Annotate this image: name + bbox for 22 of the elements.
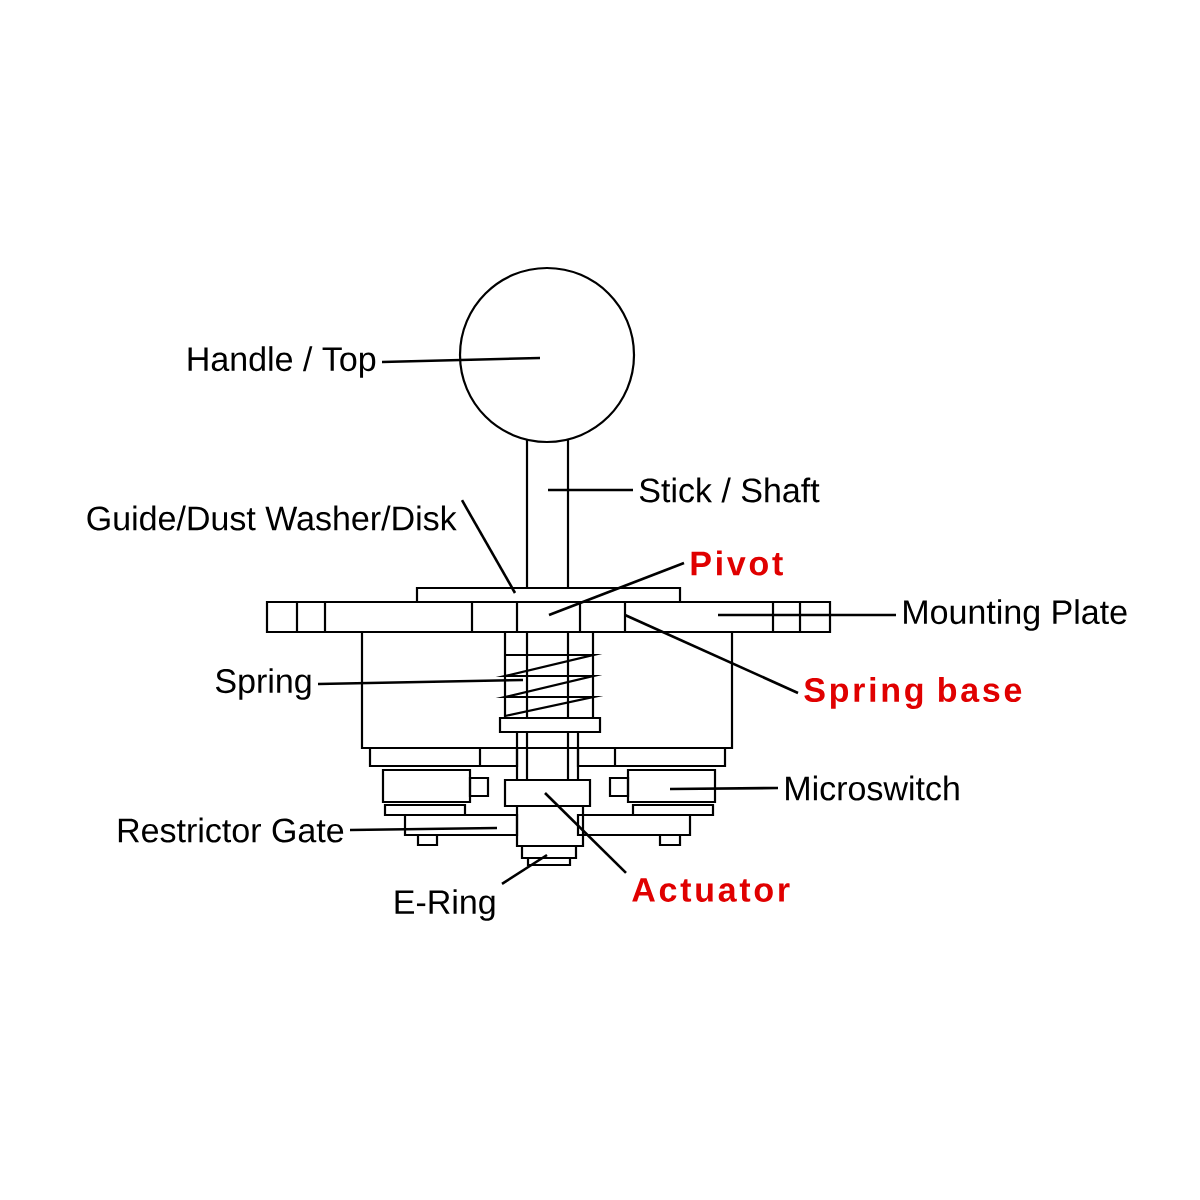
leader-line [544, 792, 627, 874]
part-label: Actuator [632, 878, 790, 902]
part-label: Restrictor Gate [118, 817, 344, 843]
part-label: Stick / Shaft [639, 477, 820, 503]
leader-line [548, 561, 685, 617]
leader-line [718, 613, 896, 617]
part-label: Microswitch [786, 775, 959, 801]
part-label: Handle / Top [188, 346, 376, 378]
part-label: Pivot [691, 550, 783, 576]
leader-line [501, 853, 548, 885]
part-label: Spring base [804, 677, 1022, 709]
leader-line [381, 356, 541, 364]
part-label: Guide/Dust Washer/Disk [87, 505, 457, 531]
leader-line [317, 678, 524, 686]
leader-line [548, 488, 633, 492]
leader-line [624, 613, 799, 695]
part-label: Spring [215, 668, 311, 700]
part-label: Mounting Plate [904, 599, 1127, 631]
leader-line [670, 786, 779, 791]
leader-line [350, 826, 497, 832]
leader-line [460, 499, 517, 594]
part-label: E-Ring [395, 889, 495, 921]
